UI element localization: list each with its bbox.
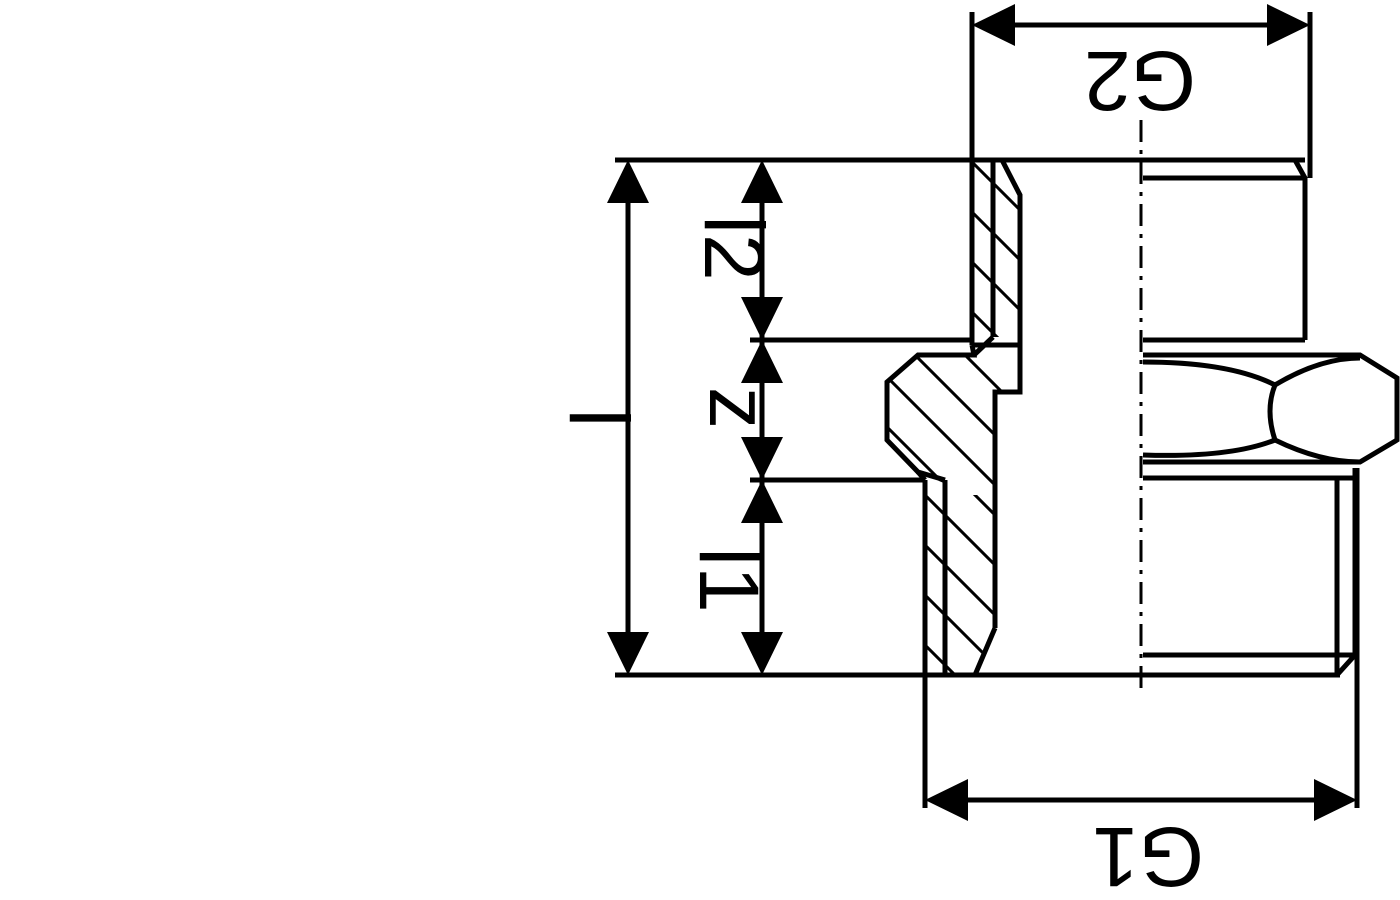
label-z: z <box>692 387 786 429</box>
label-l2: l2 <box>687 215 781 280</box>
dim-chain <box>741 160 783 675</box>
dim-overall-length <box>607 160 649 675</box>
label-l1: l1 <box>682 547 776 612</box>
label-g2: G2 <box>1084 34 1196 128</box>
section-outline <box>884 158 1023 676</box>
dim-thread-size-1 <box>922 468 1360 821</box>
label-g1: G1 <box>1092 810 1204 900</box>
label-l: l <box>552 409 646 428</box>
dim-thread-size-2 <box>969 4 1313 178</box>
